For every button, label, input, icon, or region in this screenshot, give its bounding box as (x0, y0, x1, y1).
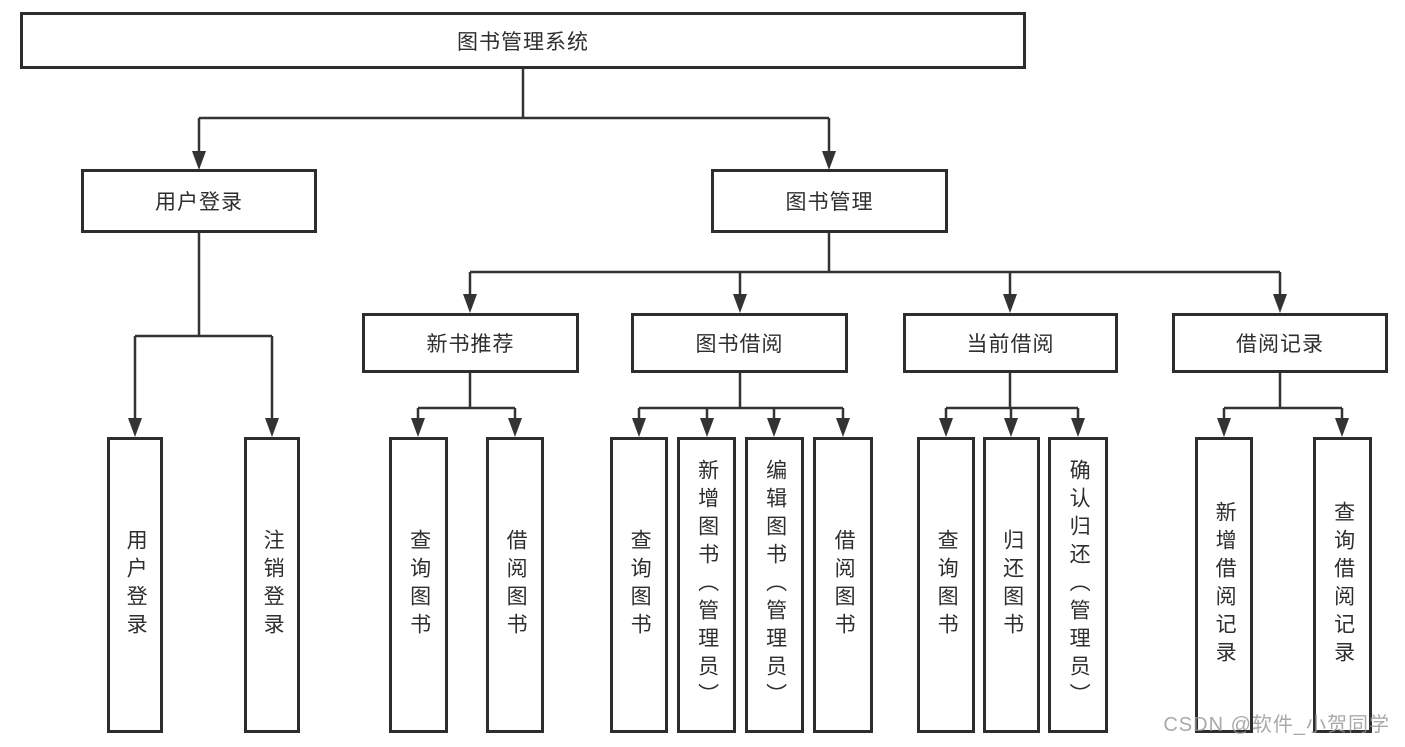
leaf-add-borrow-record-label: 新增借阅记录 (1213, 501, 1237, 669)
leaf-query-books-borrowing: 查询图书 (610, 437, 668, 733)
leaf-query-books-borrowing-label: 查询图书 (628, 529, 652, 641)
node-new-book-recommendation: 新书推荐 (362, 313, 579, 373)
leaf-return-books: 归还图书 (983, 437, 1040, 733)
root-node-library-management-system: 图书管理系统 (20, 12, 1026, 69)
leaf-user-login-label: 用户登录 (124, 529, 148, 641)
leaf-logout-label: 注销登录 (261, 529, 285, 641)
leaf-borrow-books-label: 借阅图书 (832, 529, 856, 641)
node-book-management-label: 图书管理 (785, 191, 874, 214)
leaf-borrow-books-recommend-label: 借阅图书 (504, 529, 528, 641)
node-current-borrowing: 当前借阅 (903, 313, 1118, 373)
leaf-add-books-admin: 新增图书（管理员） (677, 437, 736, 733)
node-current-borrowing-label: 当前借阅 (966, 333, 1055, 356)
leaf-borrow-books-recommend: 借阅图书 (486, 437, 544, 733)
root-node-label: 图书管理系统 (457, 30, 589, 54)
node-book-borrowing-label: 图书借阅 (695, 333, 784, 356)
leaf-confirm-return-admin: 确认归还（管理员） (1048, 437, 1108, 733)
node-user-login-label: 用户登录 (155, 191, 243, 214)
leaf-logout: 注销登录 (244, 437, 300, 733)
leaf-borrow-books: 借阅图书 (813, 437, 873, 733)
leaf-query-books-recommend-label: 查询图书 (407, 529, 431, 641)
leaf-confirm-return-admin-label: 确认归还（管理员） (1067, 459, 1091, 711)
node-borrowing-records-label: 借阅记录 (1236, 333, 1324, 356)
leaf-query-borrow-record-label: 查询借阅记录 (1331, 501, 1355, 669)
leaf-add-borrow-record: 新增借阅记录 (1195, 437, 1253, 733)
leaf-edit-books-admin: 编辑图书（管理员） (745, 437, 804, 733)
leaf-edit-books-admin-label: 编辑图书（管理员） (763, 459, 787, 711)
leaf-query-books-current: 查询图书 (917, 437, 975, 733)
leaf-user-login: 用户登录 (107, 437, 163, 733)
arrowhead-icons (128, 151, 1349, 437)
leaf-query-borrow-record: 查询借阅记录 (1313, 437, 1372, 733)
csdn-watermark: CSDN @软件_小贺同学 (1163, 714, 1390, 736)
node-new-book-recommendation-label: 新书推荐 (426, 333, 515, 356)
node-book-borrowing: 图书借阅 (631, 313, 848, 373)
leaf-add-books-admin-label: 新增图书（管理员） (695, 459, 719, 711)
node-book-management: 图书管理 (711, 169, 948, 233)
leaf-return-books-label: 归还图书 (1000, 529, 1024, 641)
leaf-query-books-recommend: 查询图书 (389, 437, 448, 733)
node-borrowing-records: 借阅记录 (1172, 313, 1388, 373)
node-user-login: 用户登录 (81, 169, 317, 233)
leaf-query-books-current-label: 查询图书 (935, 529, 959, 641)
